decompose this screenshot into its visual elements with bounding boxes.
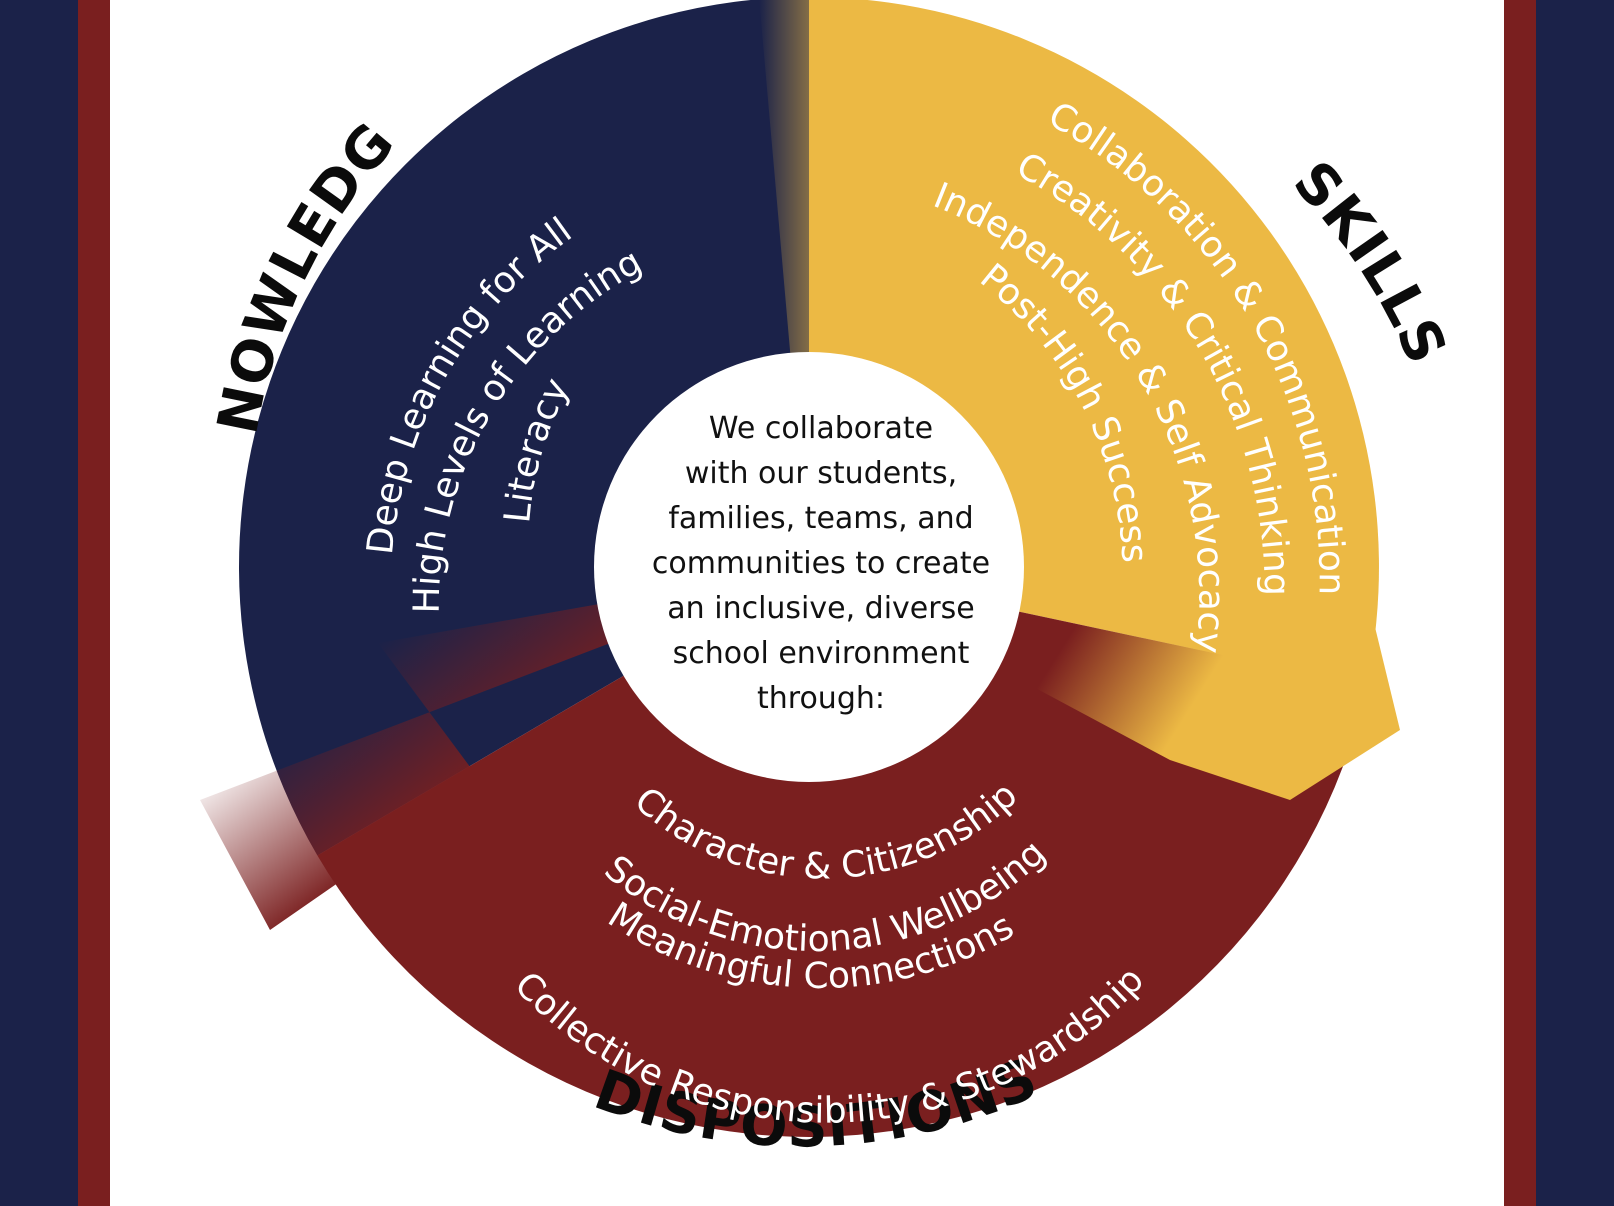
seam-blend-left	[200, 567, 809, 930]
center-line: with our students,	[685, 456, 957, 491]
right-maroon-border	[1504, 0, 1536, 1206]
center-line: communities to create	[652, 546, 990, 581]
center-line: an inclusive, diverse	[667, 591, 974, 626]
center-line: through:	[757, 681, 885, 716]
center-statement: We collaborate with our students, famili…	[652, 411, 990, 716]
center-circle	[594, 352, 1024, 782]
left-maroon-border	[78, 0, 110, 1206]
center-line: families, teams, and	[668, 501, 973, 536]
center-line: school environment	[673, 636, 970, 671]
seam-blend-top	[759, 0, 859, 567]
left-navy-border	[0, 0, 78, 1206]
center-line: We collaborate	[709, 411, 933, 446]
right-navy-border	[1536, 0, 1614, 1206]
